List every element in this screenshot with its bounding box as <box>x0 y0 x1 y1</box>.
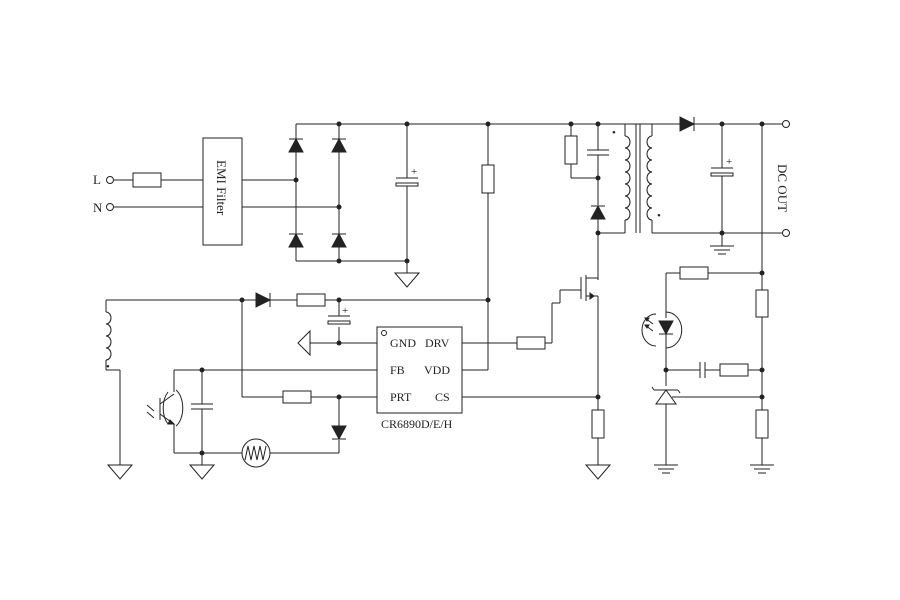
pin-vdd: VDD <box>424 363 450 377</box>
secondary-feedback <box>641 266 774 474</box>
fuse-resistor <box>132 172 162 188</box>
aux-resistor <box>296 293 326 307</box>
ac-input: L N <box>93 172 203 215</box>
dc-out-negative-terminal <box>782 229 790 237</box>
primary-winding <box>624 135 631 221</box>
emi-filter-label: EMI Filter <box>214 160 229 216</box>
rcd-snubber <box>564 121 609 280</box>
dc-out-label: DC OUT <box>775 164 790 212</box>
dc-out-positive-terminal <box>782 120 790 128</box>
live-terminal <box>106 176 114 184</box>
ic-part-number: CR6890D/E/H <box>381 417 453 431</box>
live-label: L <box>93 172 101 187</box>
output-cap-plus: + <box>726 156 732 168</box>
mosfet-stage <box>462 233 612 480</box>
bridge-diode-3 <box>288 232 304 248</box>
divider-resistor-bottom <box>755 409 769 439</box>
transformer: • • <box>598 123 661 234</box>
emi-filter: EMI Filter <box>202 137 339 246</box>
vdd-cap-plus: + <box>342 305 348 317</box>
bridge-diode-4 <box>331 232 347 248</box>
vdd-supply: + <box>297 297 377 357</box>
bulk-capacitor: + <box>393 121 421 288</box>
optocoupler-led <box>658 320 674 336</box>
neutral-terminal <box>106 203 114 211</box>
pin1-marker <box>381 330 387 336</box>
aux-diode <box>255 292 272 308</box>
bulk-cap-plus: + <box>411 166 417 178</box>
compensation-resistor <box>719 363 749 377</box>
primary-dot: • <box>612 127 616 139</box>
pin-drv: DRV <box>425 336 450 350</box>
primary-feedback <box>146 300 377 480</box>
pin-fb: FB <box>390 363 405 377</box>
ic-body <box>376 326 463 414</box>
aux-coil <box>105 311 112 361</box>
pin-gnd: GND <box>390 336 416 350</box>
prt-resistor <box>282 390 312 404</box>
output-stage: + DC OUT <box>652 116 790 290</box>
optocoupler-led-resistor <box>679 266 709 280</box>
bridge-rectifier <box>288 121 790 264</box>
pin-prt: PRT <box>390 390 412 404</box>
auxiliary-winding: • <box>105 292 488 480</box>
secondary-winding <box>646 135 653 221</box>
ic-ground-symbol <box>297 329 311 357</box>
prt-diode <box>331 425 347 441</box>
snubber-resistor <box>564 135 578 165</box>
neutral-label: N <box>93 200 103 215</box>
ground-symbol <box>393 272 421 288</box>
secondary-dot: • <box>657 210 661 222</box>
gate-resistor <box>516 336 546 350</box>
bridge-diode-1 <box>288 137 304 153</box>
bridge-diode-2 <box>331 137 347 153</box>
divider-resistor-top <box>755 289 769 318</box>
snubber-diode <box>590 204 606 220</box>
controller-ic: GND DRV FB VDD PRT CS CR6890D/E/H <box>376 326 488 431</box>
current-sense-resistor <box>591 409 605 439</box>
aux-dot: • <box>106 361 110 373</box>
output-rectifier-diode <box>679 116 696 132</box>
pin-cs: CS <box>435 390 450 404</box>
startup-resistor <box>481 121 495 370</box>
